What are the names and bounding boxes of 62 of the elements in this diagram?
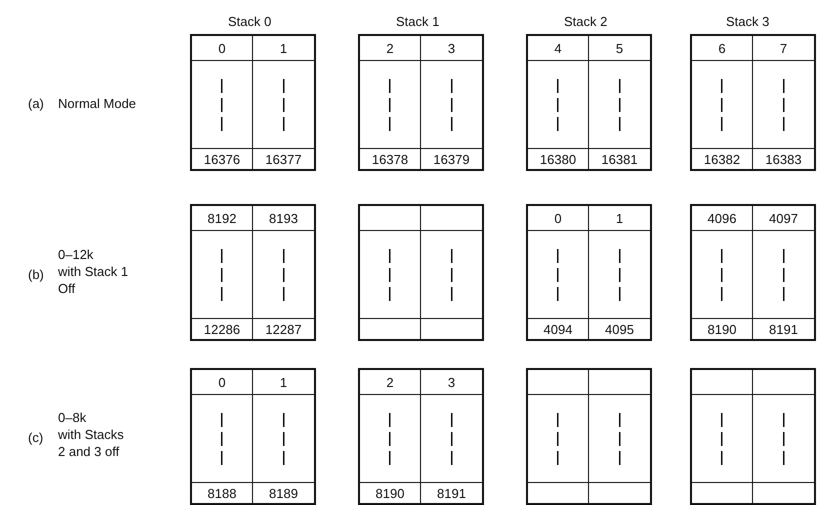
address-cell: 8190: [692, 318, 753, 339]
address-cell: 8191: [421, 482, 482, 503]
address-cell: 7: [753, 36, 814, 61]
address-cell: 4095: [589, 318, 650, 339]
column-heading: Stack 3: [726, 14, 770, 30]
address-cell: 0: [192, 36, 253, 61]
address-cell: 0: [528, 206, 589, 231]
address-cell: 6: [692, 36, 753, 61]
address-cell: 4097: [753, 206, 814, 231]
memory-stack-box: [190, 368, 316, 505]
column-heading: Stack 2: [564, 14, 608, 30]
address-cell: 16383: [753, 148, 814, 169]
memory-stack-box: [526, 204, 652, 341]
address-cell: 3: [421, 370, 482, 395]
column-heading: Stack 1: [396, 14, 440, 30]
address-cell: 4: [528, 36, 589, 61]
address-cell: 1: [253, 36, 314, 61]
row-label: Off: [58, 281, 76, 297]
memory-stack-box: [690, 34, 816, 171]
address-cell: 2: [360, 36, 421, 61]
address-cell: 8189: [253, 482, 314, 503]
address-cell: 8188: [192, 482, 253, 503]
memory-stack-box: [358, 34, 484, 171]
row-label: with Stacks: [58, 427, 124, 443]
address-cell: 8193: [253, 206, 314, 231]
address-cell: 8192: [192, 206, 253, 231]
memory-stack-box: [190, 34, 316, 171]
address-cell: 0: [192, 370, 253, 395]
address-cell: 4094: [528, 318, 589, 339]
address-cell: 5: [589, 36, 650, 61]
row-label: (a): [28, 96, 44, 112]
address-cell: 2: [360, 370, 421, 395]
memory-stack-box: [690, 204, 816, 341]
column-heading: Stack 0: [228, 14, 272, 30]
memory-stack-box: [526, 368, 652, 505]
address-cell: 8191: [753, 318, 814, 339]
memory-stack-box: [690, 368, 816, 505]
address-cell: 1: [253, 370, 314, 395]
row-label: 0–12k: [58, 247, 94, 263]
address-cell: 12287: [253, 318, 314, 339]
memory-stack-box: [358, 368, 484, 505]
row-label: Normal Mode: [58, 96, 136, 112]
address-cell: 16376: [192, 148, 253, 169]
address-cell: 16379: [421, 148, 482, 169]
memory-stack-box: [358, 204, 484, 341]
row-label: 2 and 3 off: [58, 444, 120, 460]
address-cell: 16382: [692, 148, 753, 169]
address-cell: 3: [421, 36, 482, 61]
row-label: (c): [28, 430, 44, 446]
address-cell: 16377: [253, 148, 314, 169]
memory-stack-box: [526, 34, 652, 171]
address-cell: 16381: [589, 148, 650, 169]
address-cell: 16380: [528, 148, 589, 169]
address-cell: 8190: [360, 482, 421, 503]
address-cell: 1: [589, 206, 650, 231]
address-cell: 4096: [692, 206, 753, 231]
row-label: (b): [28, 267, 44, 283]
address-cell: 12286: [192, 318, 253, 339]
address-cell: 16378: [360, 148, 421, 169]
row-label: 0–8k: [58, 410, 86, 426]
memory-stack-box: [190, 204, 316, 341]
row-label: with Stack 1: [58, 264, 128, 280]
